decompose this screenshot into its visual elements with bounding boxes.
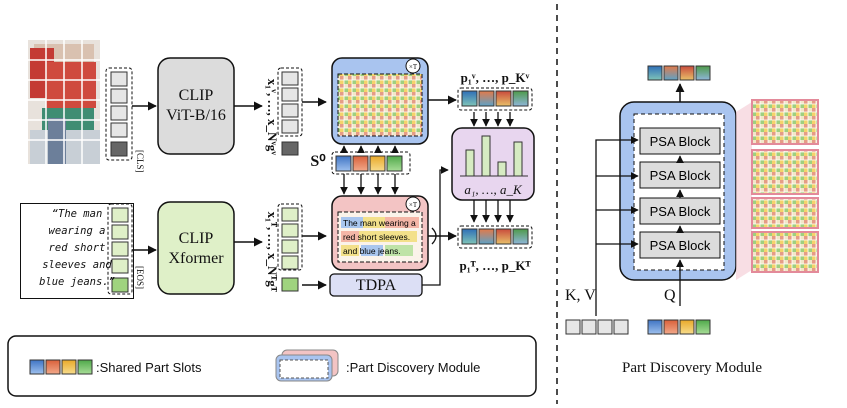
psa-block-1-label: PSA Block (650, 134, 711, 149)
caption-line-5: blue jeans.” (39, 276, 115, 288)
psa-block-3-label: PSA Block (650, 204, 711, 219)
text-module-words-1: The man wearing a (343, 218, 416, 228)
text-output-tokens (277, 203, 303, 292)
caption-line-3: red short (48, 242, 106, 254)
kv-label: K, V (565, 287, 596, 304)
caption-box: “The man wearing a red short sleeves and… (20, 203, 134, 299)
visual-global-label: gᵛ (265, 145, 280, 156)
legend-box: :Shared Part Slots :Part Discovery Modul… (7, 335, 537, 397)
visual-tokens-label: x₁ᵛ, …, x_Nᵛ (265, 79, 280, 146)
shared-slots-s0 (331, 151, 411, 175)
psa-block-4-label: PSA Block (650, 238, 711, 253)
psa-block-2: PSA Block (639, 161, 721, 189)
visual-token-column (105, 67, 133, 161)
caption-line-4: sleeves and (42, 259, 112, 271)
text-part-discovery-module: ×T The man wearing a red short sleeves. … (331, 195, 429, 271)
text-part-slots (457, 225, 533, 249)
encoder-text-line2: Xformer (168, 250, 224, 267)
encoder-image-line2: ViT-B/16 (166, 107, 226, 124)
clip-image-encoder: CLIP ViT-B/16 (157, 57, 235, 155)
cls-token-label: [CLS] (135, 150, 145, 173)
caption-line-1: “The man (51, 208, 103, 220)
legend-slots-label: :Shared Part Slots (96, 360, 202, 375)
encoder-text-line1: CLIP (179, 230, 214, 247)
clip-text-encoder: CLIP Xformer (157, 201, 235, 295)
visual-parts-label: p₁ᵛ, …, p_Kᵛ (461, 70, 530, 85)
part-weights-box: a₁, …, a_K (451, 127, 535, 201)
tdpa-label: TDPA (356, 277, 397, 294)
person-image (28, 40, 100, 164)
q-input-slots (647, 319, 711, 335)
text-parts-label: p₁ᵀ, …, p_Kᵀ (460, 258, 532, 273)
encoder-image-line1: CLIP (179, 87, 214, 104)
q-label: Q (664, 287, 676, 304)
text-module-words-2: red short sleeves. (343, 232, 410, 242)
psa-block-4: PSA Block (639, 231, 721, 259)
kv-input-tokens (565, 319, 629, 335)
text-module-words-3: and blue jeans. (343, 246, 401, 256)
psa-block-2-label: PSA Block (650, 168, 711, 183)
attention-maps (736, 99, 819, 280)
caption-line-2: wearing a (48, 225, 106, 237)
text-tokens-label: x₁ᵀ, …, x_Nᵀ (265, 212, 280, 282)
text-global-label: gᵀ (265, 280, 280, 293)
visual-part-discovery-module: ×T (331, 57, 429, 145)
slots-init-label: S⁰ (310, 153, 326, 170)
psa-output-slots (647, 65, 711, 81)
text-module-times-t: ×T (409, 201, 418, 209)
weights-label: a₁, …, a_K (464, 182, 523, 197)
psa-block-1: PSA Block (639, 127, 721, 155)
text-token-column (107, 203, 133, 295)
psa-block-3: PSA Block (639, 197, 721, 225)
legend-module-label: :Part Discovery Module (346, 360, 480, 375)
tdpa-box: TDPA (329, 273, 423, 297)
right-panel-title: Part Discovery Module (622, 360, 762, 376)
eos-token-label: [EOS] (135, 266, 145, 289)
visual-part-slots (457, 87, 533, 111)
visual-output-tokens (277, 67, 303, 156)
visual-module-times-t: ×T (409, 63, 418, 71)
